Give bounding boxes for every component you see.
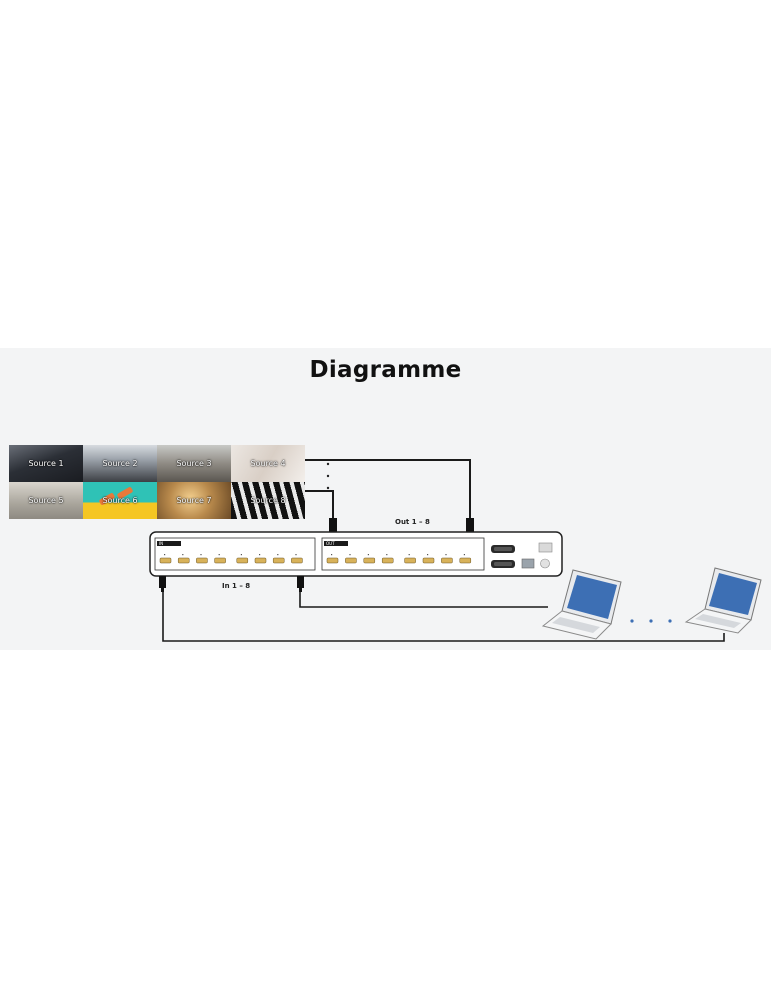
hdmi-port-icon (196, 558, 207, 563)
source-label: Source 6 (102, 496, 137, 505)
hdmi-port-icon (178, 558, 189, 563)
hdmi-port-icon (460, 558, 471, 563)
source-cable (305, 491, 333, 520)
laptop-cable-1 (300, 592, 548, 607)
port-indicator (277, 554, 278, 555)
outputs-label: Out 1 – 8 (395, 518, 430, 526)
port-indicator (219, 554, 220, 555)
ethernet-port-icon (522, 559, 534, 568)
source-label: Source 1 (28, 459, 63, 468)
hdmi-port-icon (215, 558, 226, 563)
port-indicator (445, 554, 446, 555)
port-indicator (295, 554, 296, 555)
port-indicator (241, 554, 242, 555)
hdmi-port-icon (327, 558, 338, 563)
port-indicator (349, 554, 350, 555)
laptop-icon (543, 570, 621, 639)
port-indicator (164, 554, 165, 555)
hdmi-port-icon (291, 558, 302, 563)
serial-port-icon (491, 545, 515, 553)
ellipsis-icon (327, 463, 329, 489)
laptop-icon (686, 568, 761, 633)
source-label: Source 2 (102, 459, 137, 468)
port-indicator (409, 554, 410, 555)
output-panel-label: OUT (326, 541, 335, 546)
hdmi-port-icon (405, 558, 416, 563)
power-jack-icon (541, 559, 550, 568)
laptop-cable-2 (163, 592, 724, 641)
port-indicator (427, 554, 428, 555)
port-indicator (331, 554, 332, 555)
source-label: Source 5 (28, 496, 63, 505)
source-label: Source 3 (176, 459, 211, 468)
input-panel-label: IN (159, 541, 163, 546)
port-indicator (182, 554, 183, 555)
port-indicator (464, 554, 465, 555)
port-indicator (368, 554, 369, 555)
hdmi-port-icon (345, 558, 356, 563)
serial-port-icon (491, 560, 515, 568)
power-switch-icon (539, 543, 552, 552)
port-indicator (200, 554, 201, 555)
hdmi-port-icon (237, 558, 248, 563)
source-label: Source 7 (176, 496, 211, 505)
hdmi-port-icon (160, 558, 171, 563)
source-label: Source 8 (250, 496, 285, 505)
hdmi-port-icon (382, 558, 393, 563)
hdmi-connector-icon (159, 576, 166, 592)
port-indicator (386, 554, 387, 555)
hdmi-port-icon (364, 558, 375, 563)
port-indicator (259, 554, 260, 555)
hdmi-port-icon (441, 558, 452, 563)
ellipsis-icon (630, 619, 671, 622)
hdmi-connector-icon (297, 576, 304, 592)
hdmi-port-icon (255, 558, 266, 563)
hdmi-port-icon (273, 558, 284, 563)
inputs-label: In 1 – 8 (222, 582, 250, 590)
source-label: Source 4 (250, 459, 285, 468)
hdmi-port-icon (423, 558, 434, 563)
